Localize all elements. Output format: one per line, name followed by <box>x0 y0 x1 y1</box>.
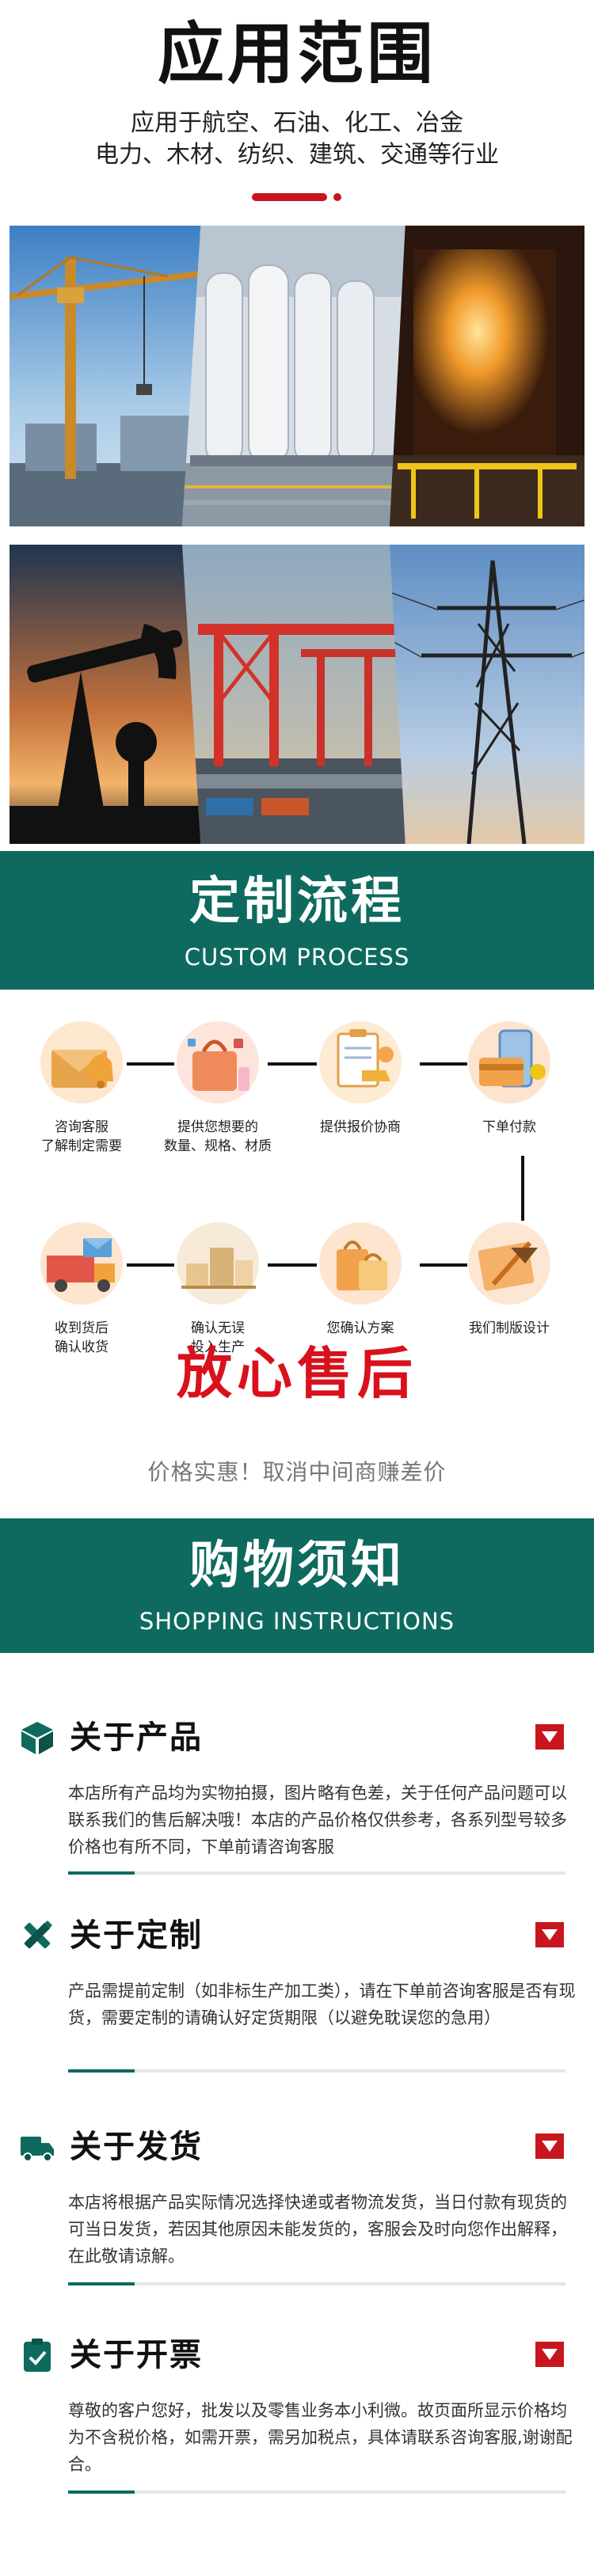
process-title: 定制流程 <box>189 872 405 931</box>
scope-title: 应用范围 <box>157 15 436 93</box>
process-step-label: 收到货后 确认收货 <box>55 1320 109 1355</box>
shopping-instructions-banner: 购物须知 SHOPPING INSTRUCTIONS <box>0 1518 594 1653</box>
shopping-bag-icon <box>170 1015 265 1110</box>
process-step-consult: 咨询客服 了解制定需要 <box>14 1015 149 1156</box>
note-divider <box>68 2491 565 2494</box>
expand-triangle-icon[interactable] <box>535 1724 564 1750</box>
note-title: 关于产品 <box>70 1719 203 1756</box>
price-clipboard-icon <box>313 1015 408 1110</box>
note-title: 关于发货 <box>70 2129 203 2165</box>
process-step-label: 提供您想要的 数量、规格、材质 <box>164 1119 272 1154</box>
pencil-ruler-icon <box>19 1917 55 1954</box>
payment-icon <box>462 1015 557 1110</box>
process-connector <box>127 1263 174 1267</box>
note-title: 关于开票 <box>70 2337 203 2373</box>
process-step-confirm-plan: 您确认方案 <box>293 1216 428 1338</box>
note-title: 关于定制 <box>70 1917 203 1954</box>
expand-triangle-icon[interactable] <box>535 2342 564 2367</box>
process-connector <box>521 1156 524 1221</box>
process-step-design: 我们制版设计 <box>442 1216 577 1338</box>
process-step-order-pay: 下单付款 <box>442 1015 577 1137</box>
process-step-receive: 收到货后 确认收货 <box>14 1216 149 1357</box>
process-connector <box>268 1062 317 1066</box>
shopping-title: 购物须知 <box>189 1537 405 1595</box>
power-pylon-photo <box>390 545 584 844</box>
process-connector <box>127 1062 174 1066</box>
after-sale-title: 放心售后 <box>177 1341 417 1406</box>
invoice-clipboard-icon <box>19 2337 55 2373</box>
note-body: 本店所有产品均为实物拍摄，图片略有色差，关于任何产品问题可以联系我们的售后解决哦… <box>68 1784 567 1856</box>
process-connector <box>420 1062 467 1066</box>
expand-triangle-icon[interactable] <box>535 1922 564 1947</box>
process-step-label: 您确认方案 <box>326 1320 394 1336</box>
warehouse-boxes-icon <box>170 1216 265 1311</box>
note-divider <box>68 1871 565 1875</box>
process-connector <box>420 1263 467 1267</box>
chemical-plant-photo <box>182 226 413 526</box>
delivery-truck-icon <box>34 1216 129 1311</box>
port-cranes-photo <box>182 545 413 844</box>
scope-line-1: 应用于航空、石油、化工、冶金 <box>131 109 463 137</box>
scope-line-2: 电力、木材、纺织、建筑、交通等行业 <box>95 141 499 169</box>
after-sale-subtitle: 价格实惠！取消中间商赚差价 <box>147 1459 447 1485</box>
shopping-bags-icon <box>313 1216 408 1311</box>
box-icon <box>19 1719 55 1756</box>
expand-triangle-icon[interactable] <box>535 2133 564 2159</box>
process-step-label: 咨询客服 了解制定需要 <box>41 1119 122 1154</box>
shopping-subtitle: SHOPPING INSTRUCTIONS <box>139 1608 455 1635</box>
process-step-quote: 提供报价协商 <box>293 1015 428 1137</box>
note-divider <box>68 2069 565 2073</box>
process-step-label: 下单付款 <box>482 1119 536 1135</box>
process-step-provide-specs: 提供您想要的 数量、规格、材质 <box>150 1015 285 1156</box>
note-body: 尊敬的客户您好，批发以及零售业务本小利微。故页面所显示价格均为不含税价格，如需开… <box>68 2401 573 2474</box>
process-subtitle: CUSTOM PROCESS <box>184 944 410 971</box>
oil-pump-photo <box>10 545 208 844</box>
title-decoration <box>252 193 343 201</box>
custom-process-banner: 定制流程 CUSTOM PROCESS <box>0 851 594 990</box>
note-body: 本店将根据产品实际情况选择快递或者物流发货，当日付款有现货的可当日发货，若因其他… <box>68 2193 567 2266</box>
note-body: 产品需提前定制（如非标生产加工类），请在下单前咨询客服是否有现货，需要定制的请确… <box>68 1981 576 2027</box>
design-tools-icon <box>462 1216 557 1311</box>
application-scope-section: 应用范围 应用于航空、石油、化工、冶金 电力、木材、纺织、建筑、交通等行业 <box>0 0 594 847</box>
process-step-production: 确认无误 投入生产 <box>150 1216 285 1357</box>
truck-icon <box>19 2129 55 2165</box>
process-step-label: 我们制版设计 <box>469 1320 550 1336</box>
process-connector <box>268 1263 317 1267</box>
note-divider <box>68 2282 565 2285</box>
process-step-label: 确认无误 投入生产 <box>191 1320 245 1355</box>
envelope-bell-icon <box>34 1015 129 1110</box>
metallurgy-furnace-photo <box>390 226 584 526</box>
process-step-label: 提供报价协商 <box>320 1119 401 1135</box>
crane-photo <box>10 226 208 526</box>
